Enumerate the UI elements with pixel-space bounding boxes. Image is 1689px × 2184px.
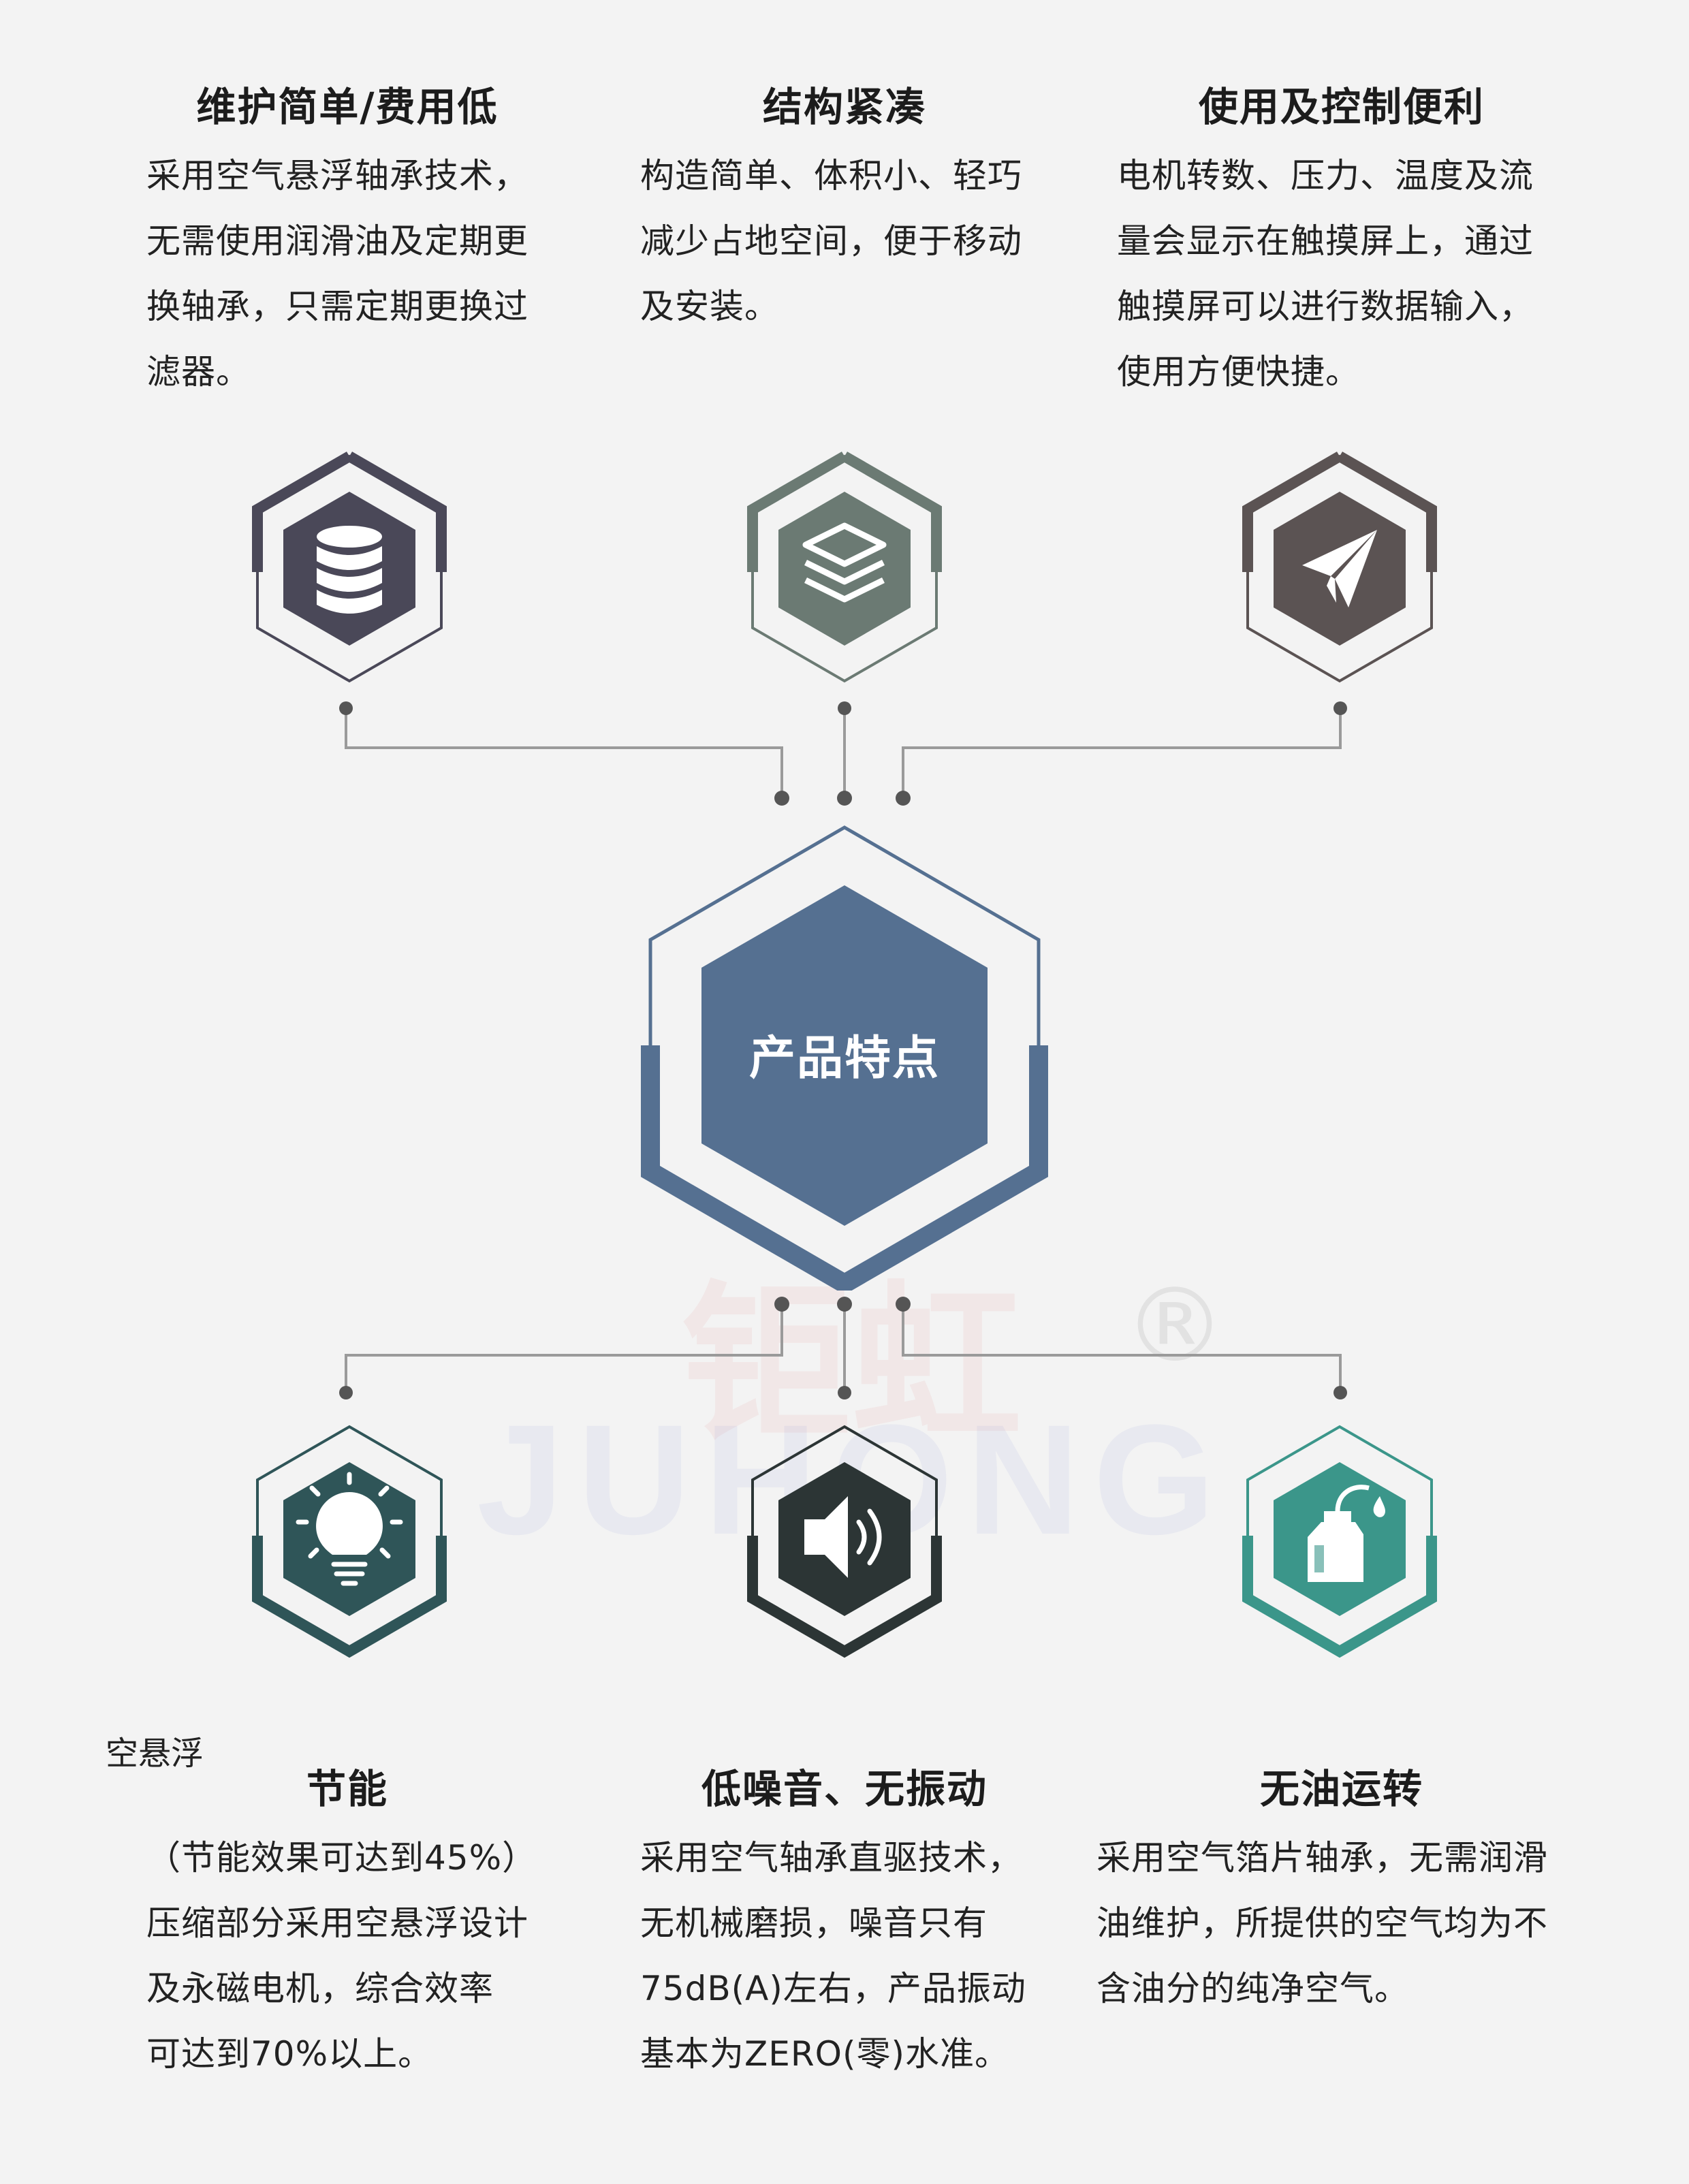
speaker-icon [804,1496,882,1578]
hex-badge-energy [252,1425,447,1658]
paper-plane-icon [1302,530,1377,607]
registered-mark: ® [1124,1267,1226,1385]
center-label: 产品特点 [748,1032,940,1086]
connector-top-left [345,708,783,798]
feature-desc-maintenance: 采用空气悬浮轴承技术， 无需使用润滑油及定期更 换轴承，只需定期更换过 滤器。 [146,156,528,392]
connector-dot [774,1297,789,1312]
connector-dot [1333,701,1347,715]
feature-desc-energy: （节能效果可达到45%） 压缩部分采用空悬浮设计 及永磁电机，综合效率 可达到7… [146,1838,537,2074]
layers-icon [802,522,887,603]
database-icon [317,526,382,614]
stray-label: 空悬浮 [106,1735,204,1773]
connector-dot [896,1297,911,1312]
lightbulb-icon [296,1472,403,1586]
feature-desc-compact: 构造简单、体积小、轻巧 减少占地空间，便于移动 及安装。 [640,156,1022,326]
feature-desc-oilfree: 采用空气箔片轴承，无需润滑 油维护，所提供的空气均为不 含油分的纯净空气。 [1096,1838,1548,2008]
connector-dot [838,701,851,715]
hex-badge-oilfree [1242,1425,1437,1658]
connector-dot [837,791,852,806]
hex-badge-control [1242,452,1437,683]
feature-title-maintenance: 维护简单/费用低 [196,84,499,130]
connector-dot [838,1386,851,1399]
hex-badge-compact [747,452,942,683]
connector-top-right [902,708,1342,798]
feature-title-noise: 低噪音、无振动 [701,1766,988,1812]
connector-dot [896,791,911,806]
connector-dot [339,1386,353,1399]
hex-badge-maintenance [252,452,447,683]
feature-title-control: 使用及控制便利 [1198,84,1485,130]
connector-bottom-right [902,1304,1342,1393]
center-hex [641,825,1048,1291]
connector-dot [339,701,353,715]
connector-bottom-left [345,1304,783,1393]
feature-title-compact: 结构紧凑 [762,84,926,130]
feature-title-energy: 节能 [306,1766,388,1812]
connector-dot [837,1297,852,1312]
connector-dot [774,791,789,806]
feature-desc-control: 电机转数、压力、温度及流 量会显示在触摸屏上，通过 触摸屏可以进行数据输入， 使… [1117,156,1534,392]
oil-can-icon [1308,1485,1385,1582]
feature-title-oilfree: 无油运转 [1259,1766,1423,1812]
connector-dot [1333,1386,1347,1399]
hex-badge-noise [747,1425,942,1658]
feature-desc-noise: 采用空气轴承直驱技术， 无机械磨损，噪音只有 75dB(A)左右，产品振动 基本… [640,1838,1026,2074]
